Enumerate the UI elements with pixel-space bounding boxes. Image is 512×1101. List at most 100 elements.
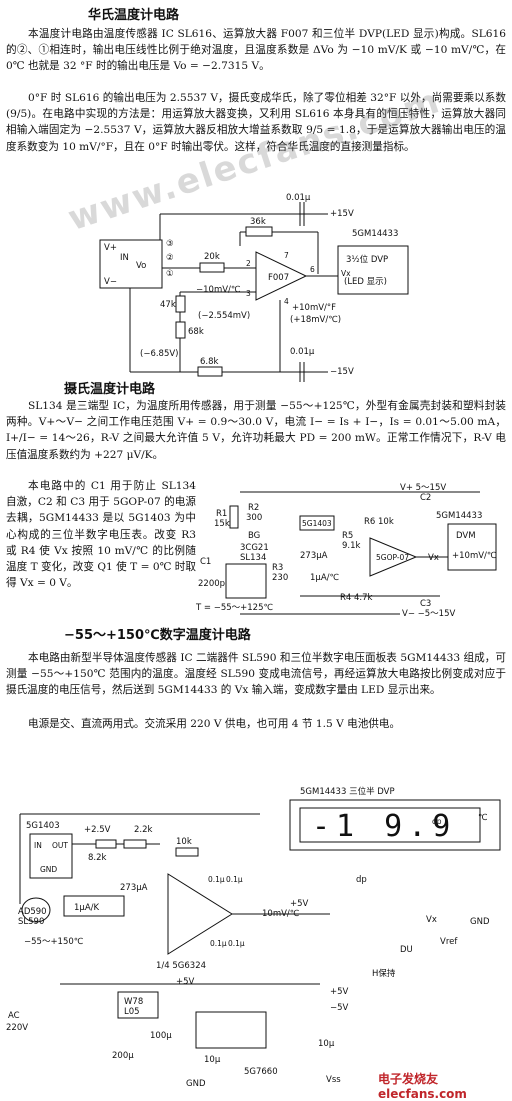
svg-text:C3: C3 xyxy=(420,599,431,609)
svg-text:(LED 显示): (LED 显示) xyxy=(344,277,387,287)
svg-text:0.1μ: 0.1μ xyxy=(228,939,245,948)
svg-text:220V: 220V xyxy=(6,1023,28,1033)
svg-text:C2: C2 xyxy=(420,493,431,503)
resistor-label: 36k xyxy=(250,217,266,227)
svg-text:−5V: −5V xyxy=(330,1003,349,1013)
cap-label: 0.01μ xyxy=(286,193,311,203)
svg-text:5GM14433: 5GM14433 xyxy=(436,511,482,521)
svg-text:4: 4 xyxy=(284,297,289,306)
svg-text:5G1403: 5G1403 xyxy=(26,821,60,831)
svg-text:10μ: 10μ xyxy=(204,1055,221,1065)
svg-text:68k: 68k xyxy=(188,327,204,337)
opamp-label: F007 xyxy=(268,273,289,283)
svg-text:3½位 DVP: 3½位 DVP xyxy=(346,254,388,265)
svg-text:9.1k: 9.1k xyxy=(342,541,361,551)
svg-text:6.8k: 6.8k xyxy=(200,357,219,367)
svg-text:−15V: −15V xyxy=(330,367,354,377)
section-title-celsius: 摄氏温度计电路 xyxy=(64,382,156,397)
svg-text:C1: C1 xyxy=(200,557,211,567)
svg-text:T = −55～+125℃: T = −55～+125℃ xyxy=(195,603,274,613)
fahrenheit-circuit-diagram: V+ IN Vo V− ③ ② ① 0.01μ +15V 36k 20k F00… xyxy=(99,193,409,382)
svg-text:Vx: Vx xyxy=(428,553,439,563)
section-title-fahrenheit: 华氏温度计电路 xyxy=(88,8,180,23)
resistor-label: 20k xyxy=(204,252,220,262)
pin-num: ① xyxy=(166,269,174,279)
paragraph: 本电路由新型半导体温度传感器 IC 二端器件 SL590 和三位半数字电压面板表… xyxy=(6,652,506,697)
svg-text:R6 10k: R6 10k xyxy=(364,517,394,527)
svg-text:dp: dp xyxy=(356,875,367,885)
svg-text:BG: BG xyxy=(248,531,260,541)
svg-text:R3: R3 xyxy=(272,563,283,573)
svg-text:2.2k: 2.2k xyxy=(134,825,153,835)
svg-text:L05: L05 xyxy=(124,1007,140,1017)
svg-text:0.1μ: 0.1μ xyxy=(226,875,243,884)
svg-text:230: 230 xyxy=(272,573,288,583)
svg-text:+5V: +5V xyxy=(290,899,309,909)
svg-text:Vx: Vx xyxy=(426,915,437,925)
svg-text:GND: GND xyxy=(40,865,57,874)
svg-text:V− −5～15V: V− −5～15V xyxy=(402,609,455,619)
svg-text:10μ: 10μ xyxy=(318,1039,335,1049)
svg-text:V+ 5～15V: V+ 5～15V xyxy=(400,483,446,493)
svg-text:3CG21: 3CG21 xyxy=(240,543,269,553)
svg-text:R2: R2 xyxy=(248,503,259,513)
svg-text:AD590: AD590 xyxy=(18,907,47,917)
svg-text:0.1μ: 0.1μ xyxy=(210,939,227,948)
svg-text:+5V: +5V xyxy=(330,987,349,997)
svg-text:15k: 15k xyxy=(214,519,230,529)
svg-text:5G1403: 5G1403 xyxy=(302,519,332,528)
paragraph: 0°F 时 SL616 的输出电压为 2.5537 V，摄氏变成华氏，除了零位相… xyxy=(6,92,506,153)
svg-text:200μ: 200μ xyxy=(112,1051,134,1061)
svg-text:+2.5V: +2.5V xyxy=(84,825,111,835)
svg-text:0.1μ: 0.1μ xyxy=(208,875,225,884)
svg-text:1/4 5G6324: 1/4 5G6324 xyxy=(156,961,206,971)
svg-text:5GOP-07: 5GOP-07 xyxy=(376,553,409,562)
paragraph: 本电路中的 C1 用于防止 SL134 自激，C2 和 C3 用于 5GOP-0… xyxy=(6,480,196,590)
svg-text:273μA: 273μA xyxy=(120,883,148,893)
svg-text:IN: IN xyxy=(34,841,42,850)
svg-text:(−6.85V): (−6.85V) xyxy=(140,349,179,359)
svg-text:Vx: Vx xyxy=(341,269,351,278)
pin-label: Vo xyxy=(136,261,146,271)
svg-text:R4 4.7k: R4 4.7k xyxy=(340,593,373,603)
svg-text:+10mV/°F: +10mV/°F xyxy=(292,303,336,313)
svg-text:−10mV/℃: −10mV/℃ xyxy=(196,285,241,295)
svg-text:DVM: DVM xyxy=(456,531,476,541)
dvp-box xyxy=(337,245,409,295)
svg-text:H保持: H保持 xyxy=(372,968,396,979)
section-title-digital: −55～+150℃数字温度计电路 xyxy=(64,628,251,643)
svg-text:R1: R1 xyxy=(216,509,227,519)
svg-text:273μA: 273μA xyxy=(300,551,328,561)
svg-text:Vref: Vref xyxy=(440,937,458,947)
svg-text:(+18mV/℃): (+18mV/℃) xyxy=(290,315,341,325)
chip-label: 5GM14433 xyxy=(352,229,398,239)
svg-text:8.2k: 8.2k xyxy=(88,853,107,863)
pin-num: ③ xyxy=(166,239,174,249)
svg-text:6: 6 xyxy=(310,265,315,274)
svg-text:0.01μ: 0.01μ xyxy=(290,347,315,357)
digital-thermometer-circuit-diagram: 5G1403 IN OUT GND +2.5V 8.2k 2.2k 273μA … xyxy=(6,786,501,1089)
pin-label: IN xyxy=(120,253,129,263)
svg-text:5GM14433 三位半 DVP: 5GM14433 三位半 DVP xyxy=(300,786,395,797)
svg-text:GND: GND xyxy=(470,917,490,927)
svg-text:5G7660: 5G7660 xyxy=(244,1067,278,1077)
svg-text:W78: W78 xyxy=(124,997,143,1007)
svg-text:SL590: SL590 xyxy=(18,917,44,927)
footer-logo: 电子发烧友 elecfans.com xyxy=(378,1072,467,1101)
svg-text:300: 300 xyxy=(246,513,262,523)
svg-text:(−2.554mV): (−2.554mV) xyxy=(198,311,250,321)
dvm-digits: -1 9.9 xyxy=(312,809,456,844)
svg-text:2200p: 2200p xyxy=(198,579,225,589)
svg-text:GND: GND xyxy=(186,1079,206,1089)
svg-text:℃: ℃ xyxy=(478,813,488,823)
svg-text:+5V: +5V xyxy=(176,977,195,987)
svg-text:R5: R5 xyxy=(342,531,353,541)
svg-text:3: 3 xyxy=(246,289,251,298)
svg-text:+10mV/℃: +10mV/℃ xyxy=(452,551,497,561)
svg-text:DU: DU xyxy=(400,945,413,955)
pin-num: ② xyxy=(166,253,174,263)
svg-text:SL134: SL134 xyxy=(240,553,266,563)
sl616-box xyxy=(99,239,163,289)
svg-text:47k: 47k xyxy=(160,300,176,310)
svg-text:100μ: 100μ xyxy=(150,1031,172,1041)
